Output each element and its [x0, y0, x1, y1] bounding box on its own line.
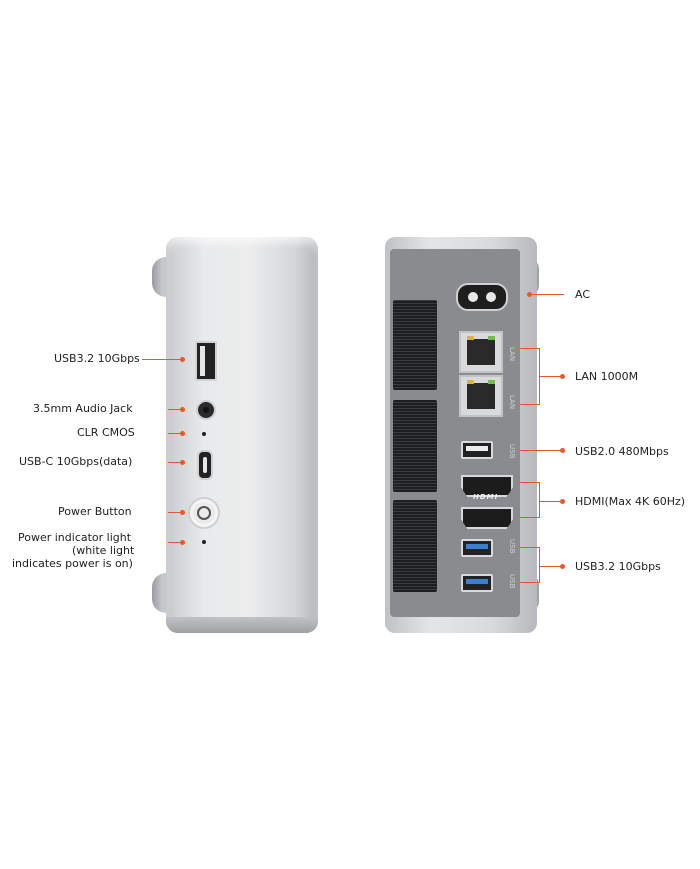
audio-jack-port: [196, 400, 216, 420]
label-usb32-front: USB3.2 10Gbps: [54, 352, 140, 365]
leader-dot-power-button: [180, 510, 185, 515]
label-clr-cmos: CLR CMOS: [77, 426, 135, 439]
hdmi-bracket-top: [520, 482, 540, 483]
lan-port-2: [459, 375, 503, 417]
leader-clr-cmos: [168, 433, 180, 434]
power-indicator-light: [202, 540, 206, 544]
hdmi-bracket-vertical: [539, 482, 540, 518]
usb-a-port: [195, 341, 217, 381]
label-lan: LAN 1000M: [575, 370, 639, 383]
vent-middle: [393, 400, 437, 492]
label-power-light-2: (white light: [72, 544, 135, 557]
leader-hdmi: [539, 501, 561, 502]
lan-text-2: LAN: [508, 395, 516, 410]
usb32-port-2: [461, 574, 493, 592]
leader-ac: [532, 294, 564, 295]
hdmi-logo: HDMI: [473, 493, 499, 501]
leader-dot-power-light: [180, 540, 185, 545]
lan-bracket-top: [520, 348, 540, 349]
leader-dot-lan: [560, 374, 565, 379]
leader-lan: [539, 376, 561, 377]
label-audio-jack: 3.5mm Audio Jack: [33, 402, 133, 415]
leader-usb32-front: [142, 359, 180, 360]
leader-dot-hdmi: [560, 499, 565, 504]
leader-usb20: [520, 450, 561, 451]
label-usbc: USB-C 10Gbps(data): [19, 455, 133, 468]
leader-usbc: [168, 462, 180, 463]
label-usb20: USB2.0 480Mbps: [575, 445, 669, 458]
leader-dot-usb32-front: [180, 357, 185, 362]
usb-text-c: USB: [508, 574, 516, 589]
hdmi-port-1: [461, 475, 513, 497]
usb-text-a: USB: [508, 444, 516, 459]
vent-top: [393, 300, 437, 390]
label-power-light-1: Power indicator light: [18, 531, 132, 544]
usb-text-b: USB: [508, 539, 516, 554]
leader-dot-ac: [527, 292, 532, 297]
leader-audio-jack: [168, 409, 180, 410]
hdmi-bracket-bottom: [520, 517, 540, 518]
label-power-light-3: indicates power is on): [12, 557, 133, 570]
front-panel: [166, 237, 318, 633]
rear-device: LAN LAN USB HDMI USB USB: [385, 237, 539, 633]
leader-dot-audio-jack: [180, 407, 185, 412]
ac-port: [456, 283, 508, 311]
front-device: [152, 237, 320, 633]
front-bottom-edge: [166, 617, 318, 633]
usb32-port-1: [461, 539, 493, 557]
label-usb32-rear: USB3.2 10Gbps: [575, 560, 661, 573]
hdmi-port-2: [461, 507, 513, 529]
usb20-port: [461, 441, 493, 459]
usb32-bracket-bottom: [520, 582, 540, 583]
leader-power-light: [168, 542, 180, 543]
power-button: [188, 497, 220, 529]
leader-power-button: [168, 512, 180, 513]
usb32-bracket-vertical: [539, 547, 540, 583]
vent-bottom: [393, 500, 437, 592]
usb32-bracket-top: [520, 547, 540, 548]
lan-text-1: LAN: [508, 347, 516, 362]
lan-port-1: [459, 331, 503, 373]
label-ac: AC: [575, 288, 591, 301]
leader-usb32-rear: [539, 566, 561, 567]
leader-dot-usbc: [180, 460, 185, 465]
usb-c-port: [197, 450, 213, 480]
lan-bracket-bottom: [520, 404, 540, 405]
label-power-button: Power Button: [58, 505, 132, 518]
leader-dot-clr-cmos: [180, 431, 185, 436]
leader-dot-usb20: [560, 448, 565, 453]
clr-cmos-hole: [202, 432, 206, 436]
leader-dot-usb32-rear: [560, 564, 565, 569]
label-hdmi: HDMI(Max 4K 60Hz): [575, 495, 686, 508]
